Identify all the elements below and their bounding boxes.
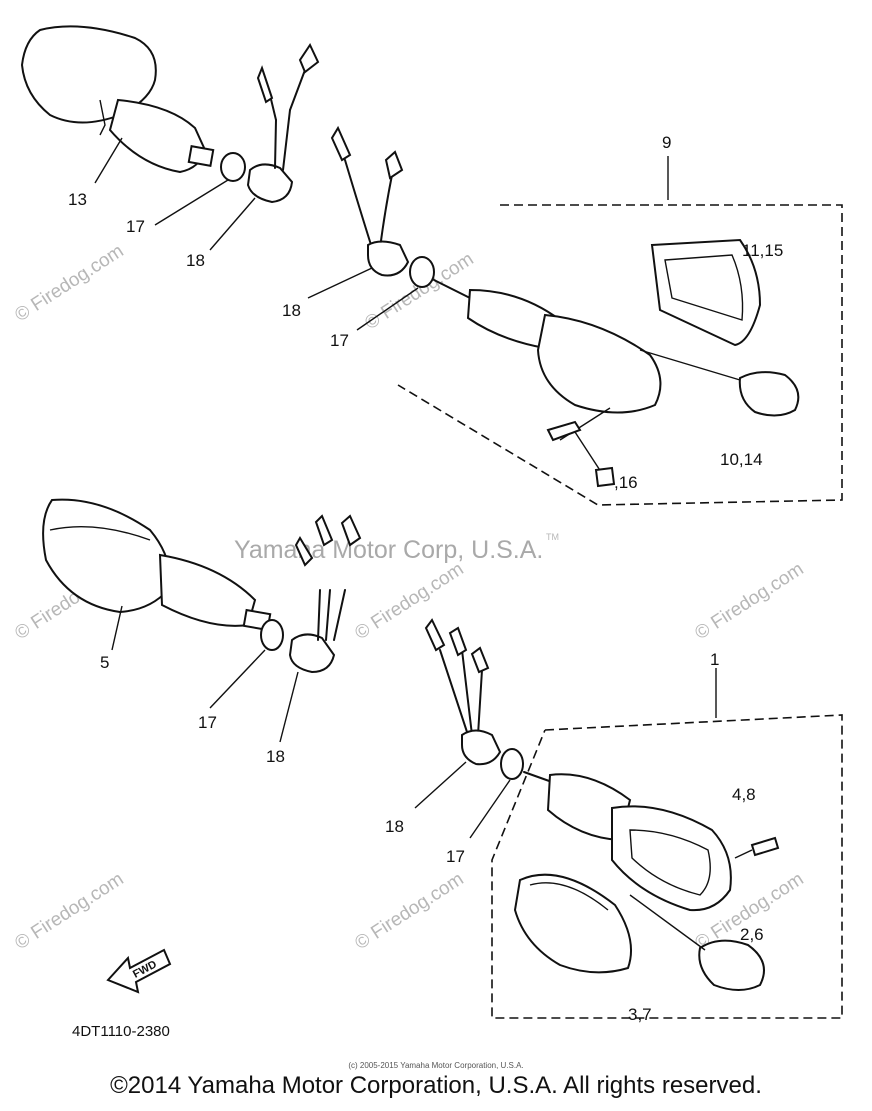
turn-signal-13-assembly: 13 17 18	[20, 25, 320, 270]
leader-17c	[209, 649, 266, 709]
leader-17b	[356, 287, 419, 331]
callout-5: 5	[100, 653, 109, 672]
stem-5	[158, 553, 257, 627]
footer-copyright: ©2014 Yamaha Motor Corporation, U.S.A. A…	[110, 1072, 762, 1099]
bulb-10-14	[738, 371, 800, 417]
callout-17b: 17	[330, 331, 349, 350]
connector-5a	[294, 536, 314, 567]
diagram-part-code: 4DT1110-2380	[72, 1023, 170, 1040]
connector-1c	[470, 646, 490, 674]
callout-3-7: 3,7	[628, 1005, 652, 1024]
grommet-17c	[260, 619, 284, 651]
kit-boundary-9	[397, 204, 843, 506]
bulb-2-6	[698, 939, 765, 991]
connector-9a	[330, 125, 352, 162]
callout-17c: 17	[198, 713, 217, 732]
boot-18d	[461, 729, 502, 766]
connector-1a	[424, 618, 446, 652]
turn-signal-9-assembly: 9 11,15 18 17 10,14 ,16	[282, 125, 843, 506]
lens-housing-5	[42, 498, 171, 614]
callout-16: ,16	[614, 473, 638, 492]
exploded-parts-diagram: © Firedog.com © Firedog.com © Firedog.co…	[11, 25, 843, 1040]
watermark-firedog-6: © Firedog.com	[11, 869, 127, 955]
callout-13: 13	[68, 190, 87, 209]
socket-housing-1	[611, 805, 732, 912]
stem-13	[108, 98, 207, 174]
lens-housing-9	[536, 313, 662, 414]
callout-17a: 17	[126, 217, 145, 236]
connector-1b	[448, 626, 468, 657]
screw-16	[546, 420, 582, 442]
callout-18c: 18	[266, 747, 285, 766]
watermark-firedog-5: © Firedog.com	[691, 559, 807, 645]
lens-3-7	[513, 873, 632, 974]
connector-13a	[256, 65, 274, 104]
callout-2-6: 2,6	[740, 925, 764, 944]
grommet-17a	[220, 152, 246, 182]
callout-17d: 17	[446, 847, 465, 866]
callout-1: 1	[710, 650, 719, 669]
watermark-tm: TM	[546, 532, 559, 542]
callout-18a: 18	[186, 251, 205, 270]
grommet-17b	[409, 256, 435, 288]
lens-11-15	[650, 238, 762, 347]
connector-9b	[384, 150, 404, 180]
leader-5	[111, 605, 123, 651]
connector-5b	[314, 514, 334, 547]
watermark-yamaha-corp: Yamaha Motor Corp, U.S.A.	[234, 536, 543, 564]
connector-5c	[340, 514, 362, 547]
footer-small-copyright: (c) 2005-2015 Yamaha Motor Corporation, …	[348, 1061, 524, 1070]
grommet-17d	[500, 748, 524, 780]
kit-boundary-1	[491, 714, 843, 1019]
leader-18b	[307, 267, 373, 299]
watermark-firedog-4: © Firedog.com	[351, 559, 467, 645]
turn-signal-5-assembly: 5 17 18	[42, 498, 362, 766]
watermark-firedog-1: © Firedog.com	[11, 241, 127, 327]
callout-4-8: 4,8	[732, 785, 756, 804]
turn-signal-1-assembly: 1 4,8 18 17 2,6 3,7	[385, 618, 843, 1024]
callout-10-14: 10,14	[720, 450, 763, 469]
boot-18a	[246, 163, 294, 204]
leader-18d	[414, 761, 467, 809]
leader-13	[94, 137, 123, 184]
leader-17a	[154, 179, 229, 226]
nut-16	[594, 466, 616, 488]
leader-18a	[209, 197, 256, 251]
screw-4-8	[750, 836, 780, 857]
connector-13b	[298, 42, 320, 74]
callout-9: 9	[662, 133, 671, 152]
watermark-firedog-7: © Firedog.com	[351, 869, 467, 955]
boot-18c	[288, 633, 336, 674]
callout-18d: 18	[385, 817, 404, 836]
callout-11-15: 11,15	[742, 241, 783, 260]
leader-18c	[279, 671, 299, 743]
leader-17d	[469, 779, 511, 839]
boot-18b	[367, 240, 410, 277]
callout-18b: 18	[282, 301, 301, 320]
fwd-arrow: FWD	[106, 948, 172, 994]
